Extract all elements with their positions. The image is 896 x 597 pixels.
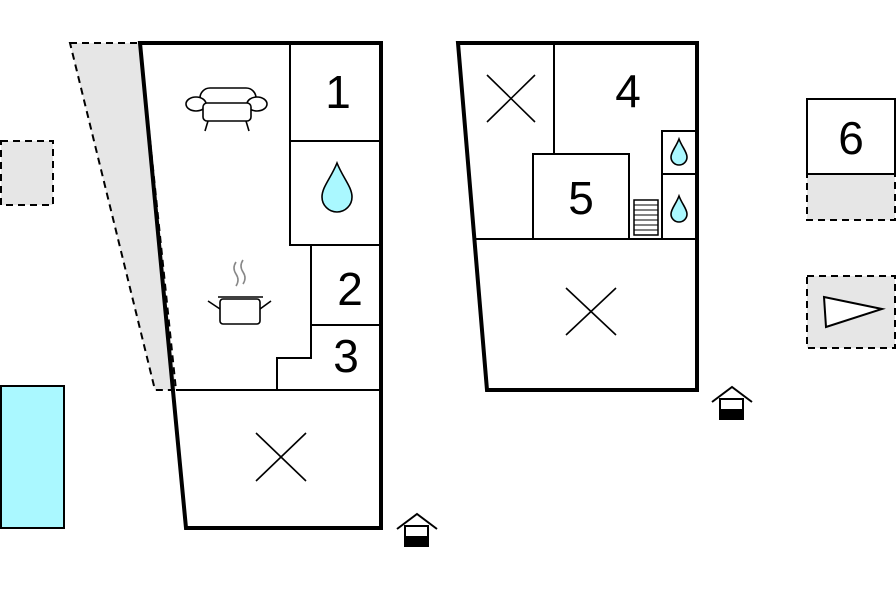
outdoor-area-small <box>0 140 54 206</box>
room-5-label: 5 <box>568 172 594 224</box>
room-6-block: 6 <box>806 98 896 221</box>
cooking-pot-icon <box>207 259 272 325</box>
room-2-label: 2 <box>337 263 363 315</box>
right-building: 4 5 <box>455 41 699 392</box>
room-6 <box>806 98 896 175</box>
bathroom-small-2 <box>661 173 698 240</box>
room-3 <box>276 325 312 390</box>
outdoor-area-room-6 <box>806 173 896 221</box>
left-building: 1 2 3 <box>137 41 383 530</box>
x-mark-icon <box>565 287 617 336</box>
room-1-label: 1 <box>325 66 351 118</box>
room-3-label: 3 <box>333 330 359 382</box>
terrace-area <box>68 42 178 391</box>
room-5 <box>532 153 630 240</box>
stairs-icon <box>633 199 659 236</box>
sofa-icon <box>185 87 268 132</box>
entrance-icon <box>396 512 438 547</box>
right-building-outline <box>455 41 699 392</box>
water-drop-icon <box>321 160 353 213</box>
entrance-icon <box>711 385 753 420</box>
x-mark-icon <box>255 432 307 482</box>
x-mark-icon <box>486 74 536 123</box>
pool <box>0 385 65 529</box>
flag-area <box>806 275 896 349</box>
water-drop-icon <box>670 136 688 166</box>
room-6-label: 6 <box>838 112 864 164</box>
room-4-label: 4 <box>615 65 641 117</box>
flag-icon <box>822 295 886 329</box>
water-drop-icon <box>670 193 688 223</box>
